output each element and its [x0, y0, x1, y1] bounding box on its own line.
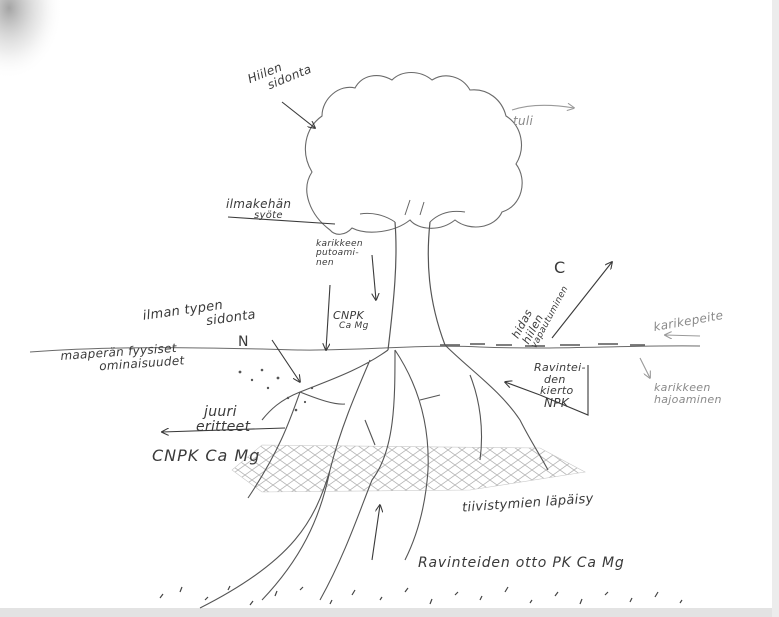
label-atmospheric-input: ilmakehän syöte — [226, 198, 291, 221]
tree-crown — [305, 73, 522, 235]
label-litter-decomposition: karikkeen hajoaminen — [654, 382, 722, 405]
label-root-exudates: juuri eritteet — [196, 405, 250, 434]
litter-layer — [440, 344, 645, 346]
nitrogen-fixation-arrow — [272, 340, 300, 382]
tree-trunk — [388, 222, 445, 350]
label-carbon-c: C — [554, 258, 565, 277]
label-cnpk-exudates: CNPK Ca Mg — [152, 446, 260, 465]
label-fire: tuli — [513, 114, 533, 128]
label-nitrogen-n: N — [238, 334, 249, 350]
nutrient-uptake-arrow — [372, 505, 380, 560]
label-nutrient-cycling: Ravintei- den kierto NPK — [534, 362, 586, 409]
label-cnpk-litter: CNPK Ca Mg — [333, 310, 369, 331]
page-shadow — [0, 0, 60, 80]
fire-arrow — [512, 105, 574, 110]
litter-cover-arrow — [665, 335, 700, 336]
page-right-shadow — [772, 0, 779, 617]
soil-stipple — [160, 586, 682, 605]
litter-decomposition-arrow — [640, 358, 650, 378]
carbon-sequestration-arrow — [282, 102, 315, 128]
litterfall-arrow — [326, 285, 330, 350]
arrows — [162, 102, 700, 560]
compaction-layer — [232, 445, 585, 492]
label-nutrient-uptake: Ravinteiden otto PK Ca Mg — [418, 555, 625, 571]
litterfall-arrow-2 — [372, 255, 376, 300]
label-litterfall: karikkeen putoami- nen — [316, 240, 363, 268]
page-bottom-shadow — [0, 608, 779, 617]
trunk-branches — [360, 200, 465, 222]
